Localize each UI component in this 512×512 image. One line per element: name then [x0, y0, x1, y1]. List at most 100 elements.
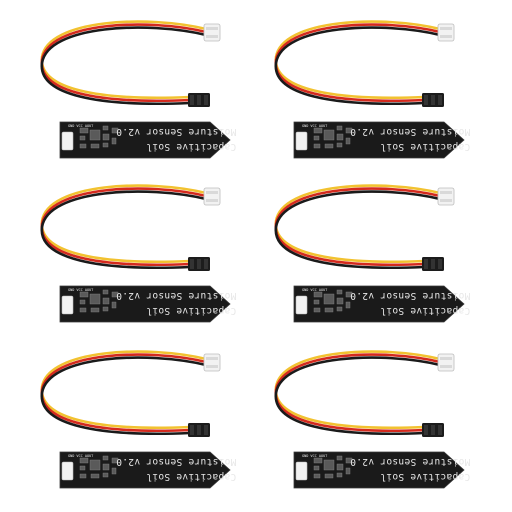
smd-component [313, 457, 323, 464]
smd-component [345, 127, 353, 134]
smd-component [313, 465, 320, 471]
smd-component [323, 129, 335, 141]
smd-component [324, 143, 334, 149]
board-socket [295, 131, 308, 151]
dupont-connector [188, 93, 210, 107]
sensor-drawing: GND VCC AOUT [274, 184, 465, 323]
board-label-line-2: Capacitive Soil [146, 471, 237, 482]
smd-component [111, 457, 119, 464]
sensor-board: GND VCC AOUT [59, 285, 231, 323]
jumper-cable [274, 20, 442, 106]
smd-component [336, 472, 343, 478]
smd-component [345, 467, 351, 475]
board-label-line-1: Moisture Sensor v2.0 [350, 126, 471, 137]
smd-component [90, 307, 100, 313]
pin-labels: GND VCC AOUT [68, 454, 94, 458]
smd-component [79, 143, 87, 149]
smd-component [79, 307, 87, 313]
sensor-board: GND VCC AOUT [59, 451, 231, 489]
sensor-drawing: GND VCC AOUT [274, 20, 465, 159]
smd-component [313, 299, 320, 305]
smd-component [89, 293, 101, 305]
pin-labels: GND VCC AOUT [68, 124, 94, 128]
pin-labels: GND VCC AOUT [302, 288, 328, 292]
smd-component [313, 127, 323, 134]
jst-connector [437, 23, 455, 42]
board-socket [61, 461, 74, 481]
smd-component [336, 297, 344, 305]
jumper-cable [40, 184, 208, 270]
sensor-drawing: GND VCC AOUT [40, 184, 231, 323]
smd-component [79, 291, 89, 298]
smd-component [102, 455, 109, 461]
smd-component [79, 299, 86, 305]
pin-labels: GND VCC AOUT [302, 454, 328, 458]
smd-component [313, 307, 321, 313]
dupont-connector [422, 423, 444, 437]
pin-labels: GND VCC AOUT [302, 124, 328, 128]
jst-connector [437, 353, 455, 372]
board-label-line-1: Moisture Sensor v2.0 [116, 126, 237, 137]
smd-component [102, 142, 109, 148]
board-label-line-2: Capacitive Soil [380, 141, 471, 152]
smd-component [313, 143, 321, 149]
jst-connector [437, 187, 455, 206]
smd-component [79, 457, 89, 464]
board-label-line-2: Capacitive Soil [380, 305, 471, 316]
sensor-drawing: GND VCC AOUT [274, 350, 465, 489]
smd-component [336, 142, 343, 148]
smd-component [313, 135, 320, 141]
smd-component [79, 127, 89, 134]
sensor-board: GND VCC AOUT [59, 121, 231, 159]
smd-component [345, 457, 353, 464]
smd-component [79, 473, 87, 479]
jst-connector [203, 187, 221, 206]
smd-component [336, 125, 343, 131]
smd-component [313, 291, 323, 298]
smd-component [324, 307, 334, 313]
smd-component [336, 133, 344, 141]
smd-component [111, 301, 117, 309]
smd-component [345, 137, 351, 145]
smd-component [79, 135, 86, 141]
dupont-connector [188, 423, 210, 437]
smd-component [313, 473, 321, 479]
smd-component [102, 297, 110, 305]
jumper-cable [274, 184, 442, 270]
sensor-drawing: GND VCC AOUT [40, 350, 231, 489]
smd-component [102, 125, 109, 131]
board-label-line-1: Moisture Sensor v2.0 [116, 456, 237, 467]
smd-component [89, 459, 101, 471]
board-socket [61, 295, 74, 315]
sensor-board: GND VCC AOUT [293, 451, 465, 489]
board-socket [61, 131, 74, 151]
smd-component [102, 306, 109, 312]
sensor-board: GND VCC AOUT [293, 285, 465, 323]
smd-component [102, 133, 110, 141]
smd-component [102, 289, 109, 295]
smd-component [102, 463, 110, 471]
smd-component [79, 465, 86, 471]
jumper-cable [40, 350, 208, 436]
smd-component [336, 455, 343, 461]
board-socket [295, 295, 308, 315]
smd-component [102, 472, 109, 478]
sensor-board: GND VCC AOUT [293, 121, 465, 159]
jumper-cable [274, 350, 442, 436]
smd-component [336, 306, 343, 312]
smd-component [111, 137, 117, 145]
board-label-line-2: Capacitive Soil [146, 141, 237, 152]
board-label-line-2: Capacitive Soil [146, 305, 237, 316]
dupont-connector [422, 93, 444, 107]
smd-component [111, 467, 117, 475]
smd-component [323, 293, 335, 305]
board-socket [295, 461, 308, 481]
jumper-cable [40, 20, 208, 106]
smd-component [89, 129, 101, 141]
